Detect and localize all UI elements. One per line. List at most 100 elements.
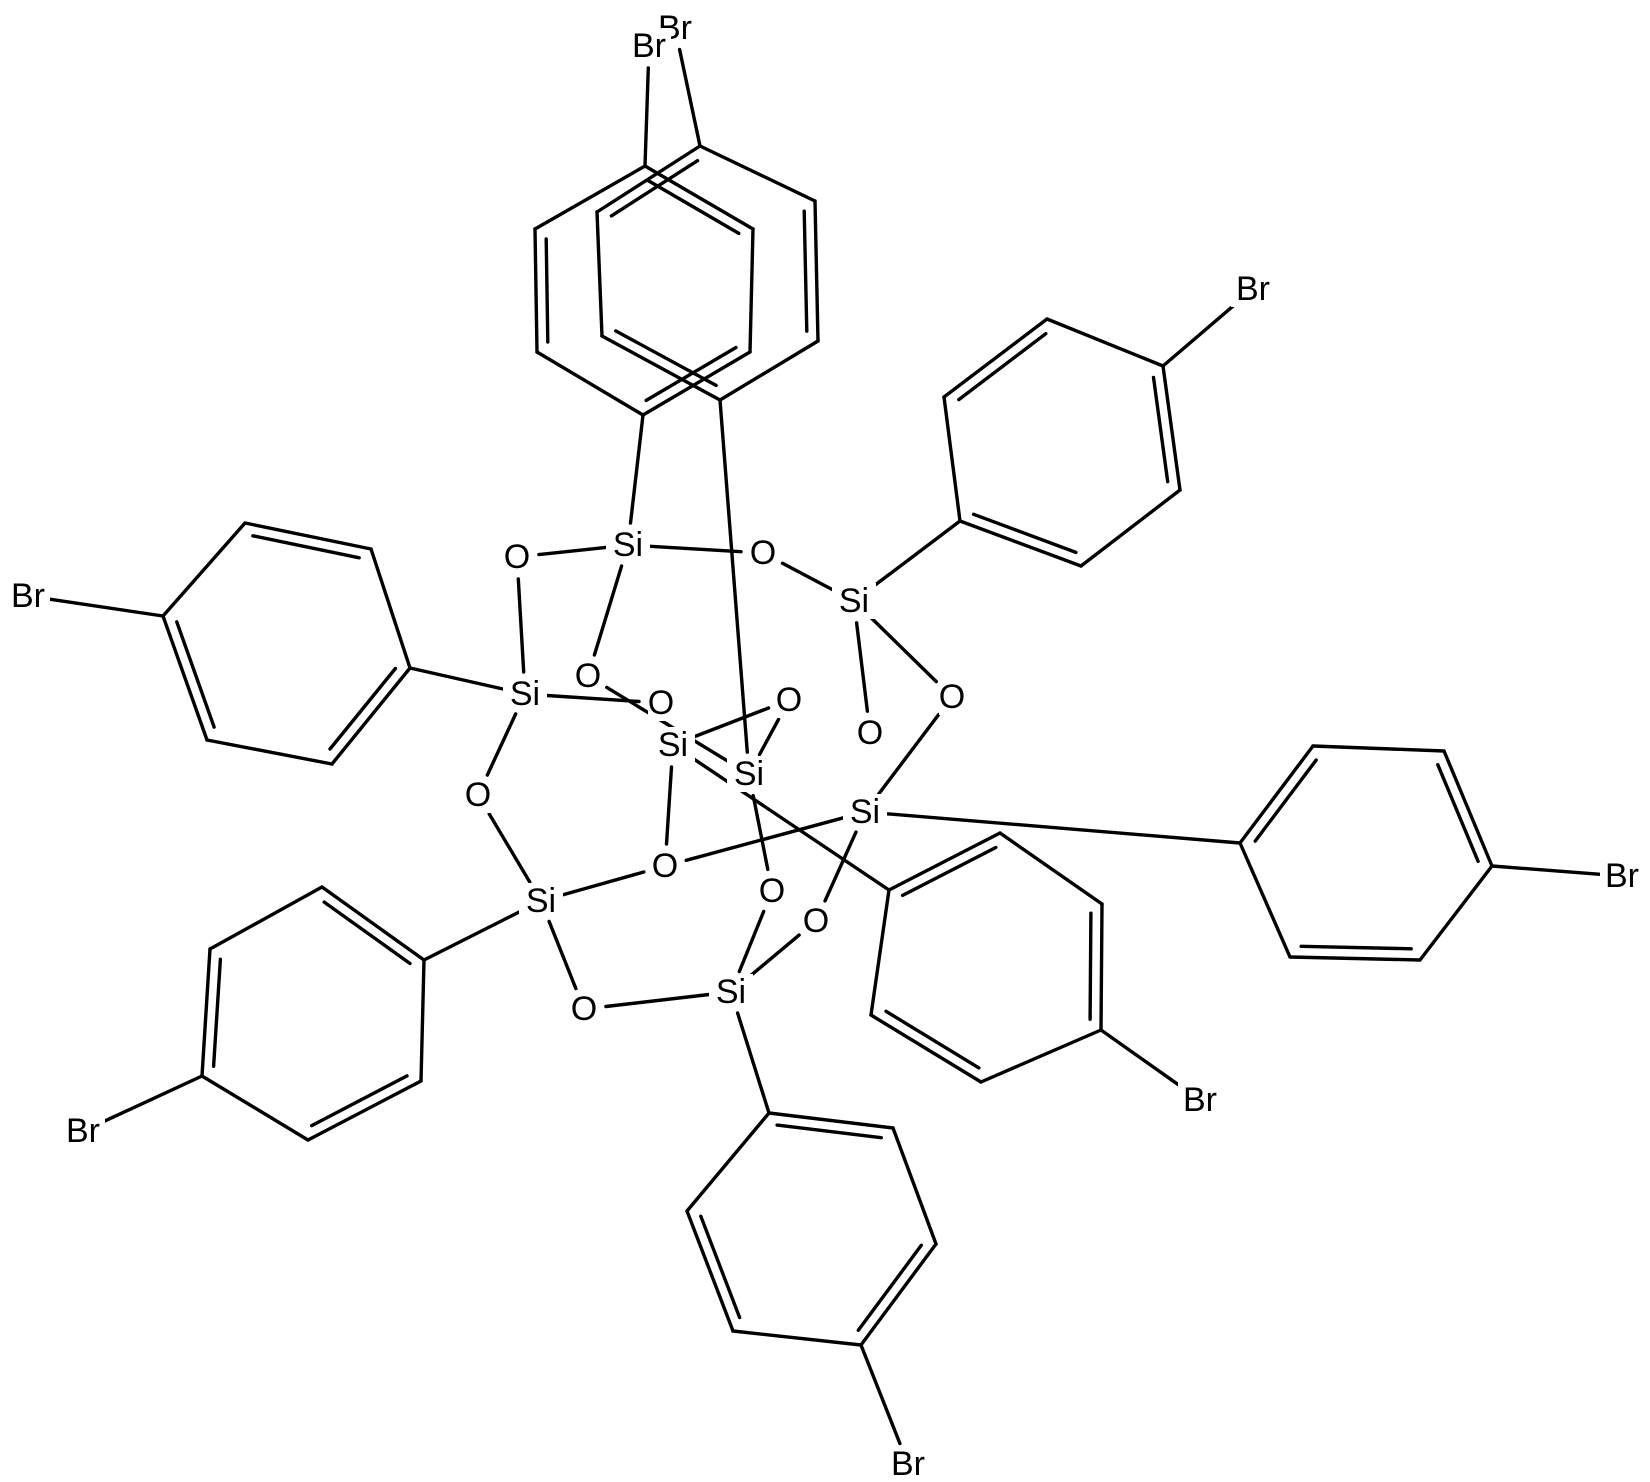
double-bond-inner-line xyxy=(251,534,361,560)
atom-label-o11: O xyxy=(803,902,829,940)
single-bond xyxy=(605,685,732,765)
aromatic-bond xyxy=(1288,955,1422,962)
single-bond xyxy=(1099,1028,1184,1090)
aromatic-bond xyxy=(1418,864,1494,962)
atom-label-o2: O xyxy=(750,534,776,572)
single-bond xyxy=(780,561,837,593)
double-bond-inner-line xyxy=(856,1243,923,1333)
single-bond xyxy=(664,765,674,846)
single-bond xyxy=(854,621,870,713)
aromatic-bond xyxy=(979,1028,1103,1084)
aromatic-bond xyxy=(731,1329,863,1347)
aromatic-bond xyxy=(859,1242,938,1347)
single-bond xyxy=(691,706,771,739)
atom-label-o8: O xyxy=(465,776,491,814)
aromatic-bond xyxy=(1045,317,1165,368)
aromatic-bond xyxy=(998,831,1104,906)
aromatic-bond xyxy=(1161,364,1182,492)
aromatic-bond xyxy=(600,334,722,402)
aromatic-bond xyxy=(869,888,891,1017)
atom-label-o9: O xyxy=(652,847,678,885)
aromatic-bond xyxy=(1238,841,1292,959)
aromatic-bond xyxy=(958,519,1083,568)
aromatic-bond xyxy=(1238,744,1315,845)
single-bond xyxy=(628,413,645,525)
double-bond-inner-line xyxy=(310,1074,409,1128)
double-bond-inner-line xyxy=(175,620,216,729)
atom-label-br8: Br xyxy=(891,1445,925,1482)
aromatic-bond xyxy=(767,1111,895,1130)
single-bond xyxy=(869,519,962,590)
single-bond xyxy=(876,712,941,797)
single-bond xyxy=(737,909,766,974)
atom-label-si5: Si xyxy=(734,755,764,793)
double-bond-inner-line xyxy=(614,329,718,388)
atom-label-background xyxy=(61,1113,105,1149)
double-bond-inner-line xyxy=(646,178,741,236)
single-bond xyxy=(547,919,578,991)
atom-label-o4: O xyxy=(648,684,674,722)
aromatic-bond xyxy=(369,547,412,670)
atom-label-br4: Br xyxy=(632,27,666,65)
aromatic-bond xyxy=(161,614,209,742)
aromatic-bond xyxy=(595,210,604,338)
single-bond xyxy=(859,1343,902,1446)
double-bond-inner-line xyxy=(1151,375,1170,484)
double-bond-inner-line xyxy=(211,957,223,1069)
double-bond-inner-line xyxy=(1253,758,1318,843)
double-bond-inner-line xyxy=(775,1123,883,1140)
atom-label-background xyxy=(759,873,785,909)
single-bond xyxy=(757,717,781,757)
double-bond-inner-line xyxy=(884,1009,981,1070)
single-bond xyxy=(885,812,1242,845)
atom-label-si1: Si xyxy=(613,526,643,564)
atom-label-background xyxy=(503,676,547,712)
atom-label-background xyxy=(843,794,887,830)
atom-label-si6: Si xyxy=(850,793,880,831)
double-bond-inner-line xyxy=(328,666,398,751)
atom-label-background xyxy=(575,658,601,694)
aromatic-bond xyxy=(200,1074,310,1142)
atom-label-background xyxy=(857,715,883,751)
atom-label-br1: Br xyxy=(11,577,45,615)
atom-label-o6: O xyxy=(939,678,965,716)
aromatic-bond xyxy=(1079,488,1182,568)
atom-label-background xyxy=(651,727,695,763)
aromatic-bond xyxy=(887,831,1002,892)
single-bond xyxy=(735,1011,771,1115)
aromatic-bond xyxy=(718,339,820,402)
aromatic-bond xyxy=(533,227,539,354)
atom-label-background xyxy=(6,578,50,614)
aromatic-bond xyxy=(320,885,426,962)
aromatic-bond xyxy=(419,958,426,1083)
aromatic-bond xyxy=(891,1126,938,1246)
aromatic-bond xyxy=(643,164,755,231)
aromatic-bond xyxy=(208,885,324,951)
aromatic-bond xyxy=(813,199,820,343)
single-bond xyxy=(689,755,891,892)
aromatic-bond xyxy=(595,144,702,214)
double-bond-inner-line xyxy=(544,237,550,344)
single-bond xyxy=(485,712,518,777)
atom-label-background xyxy=(519,883,563,919)
double-bond-inner-line xyxy=(609,158,700,218)
single-bond xyxy=(101,1074,204,1124)
single-bond xyxy=(648,544,743,554)
aromatic-bond xyxy=(533,164,647,231)
atom-label-background xyxy=(709,974,753,1010)
double-bond-inner-line xyxy=(1299,944,1413,951)
aromatic-bond xyxy=(1099,902,1104,1032)
atom-label-si8: Si xyxy=(716,973,746,1011)
atom-label-si2: Si xyxy=(510,675,540,713)
bond-layer xyxy=(48,47,1602,1446)
atom-label-br6: Br xyxy=(1183,1081,1217,1119)
single-bond xyxy=(1161,301,1239,368)
single-bond xyxy=(422,909,524,962)
single-bond xyxy=(751,793,770,872)
double-bond-inner-line xyxy=(1436,763,1480,863)
atom-label-background xyxy=(627,28,671,64)
atom-label-background xyxy=(832,583,876,619)
aromatic-bond xyxy=(330,666,412,766)
atom-label-background xyxy=(727,756,771,792)
single-bond xyxy=(545,693,641,704)
